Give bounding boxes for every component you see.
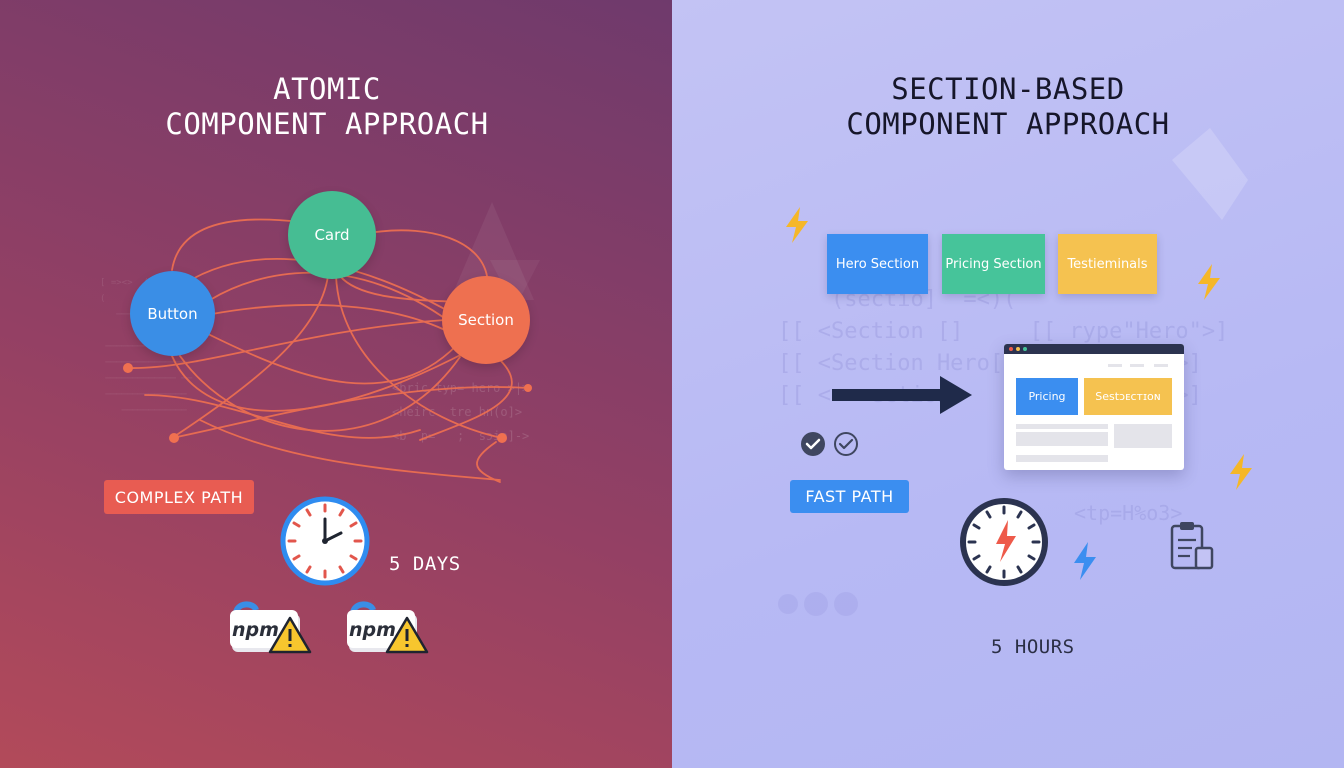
clipboard-icon	[1170, 522, 1214, 570]
lightning-icon	[1074, 542, 1096, 580]
complex-path-tag: COMPLEX PATH	[104, 480, 254, 514]
npm-warning-icon: npm	[345, 600, 431, 658]
section-based-title: SECTION-BASED COMPONENT APPROACH	[672, 72, 1344, 142]
fast-path-label: FAST PATH	[805, 487, 894, 506]
preview-pricing-label: Pricing	[1028, 390, 1066, 403]
npm-warning-icon: npm	[228, 600, 314, 658]
pricing-section-block: Pricing Section	[942, 234, 1045, 294]
check-circle-icon	[834, 432, 858, 456]
section-based-title-line2: COMPONENT APPROACH	[846, 107, 1170, 141]
card-node-label: Card	[314, 226, 350, 244]
atomic-panel: [ =><> ( ] ( ───── ───────────────── ───…	[0, 0, 672, 768]
npm-label: npm	[349, 619, 396, 641]
atomic-title-line1: ATOMIC	[273, 72, 381, 106]
fast-path-tag: FAST PATH	[790, 480, 909, 513]
atomic-title: ATOMIC COMPONENT APPROACH	[0, 72, 654, 142]
triangle-decoration	[450, 202, 540, 308]
preview-pricing-block: Pricing	[1016, 378, 1078, 415]
stopwatch-lightning-icon	[960, 498, 1048, 586]
clock-icon	[280, 496, 370, 586]
button-node-label: Button	[147, 304, 198, 323]
lightning-icon	[786, 207, 808, 243]
circles-decoration	[778, 592, 858, 616]
card-node: Card	[288, 191, 376, 279]
pricing-section-label: Pricing Section	[945, 256, 1042, 272]
diamond-decoration	[1172, 128, 1248, 220]
section-based-title-line1: SECTION-BASED	[891, 72, 1125, 106]
atomic-title-line2: COMPONENT APPROACH	[165, 107, 489, 141]
section-node: Section	[442, 276, 530, 364]
lightning-icon	[1230, 454, 1252, 490]
hero-section-block: Hero Section	[827, 234, 928, 294]
arrow-right-icon	[832, 376, 972, 414]
check-circle-icon	[801, 432, 825, 456]
network-lines	[123, 218, 532, 483]
complex-path-label: COMPLEX PATH	[114, 487, 244, 507]
testimonials-block: Testieminals	[1058, 234, 1157, 294]
button-node: Button	[130, 271, 215, 356]
browser-preview: Pricing Sestᴐᴇᴄᴛɪᴏɴ	[1004, 344, 1184, 470]
hero-section-label: Hero Section	[835, 256, 920, 272]
section-based-duration: 5 HOURS	[991, 636, 1075, 658]
preview-section-label: Sestᴐᴇᴄᴛɪᴏɴ	[1095, 390, 1161, 403]
background-code-decoration: <tp=H%o3>	[1074, 501, 1183, 525]
preview-section-block: Sestᴐᴇᴄᴛɪᴏɴ	[1084, 378, 1172, 415]
testimonials-label: Testieminals	[1067, 256, 1148, 272]
atomic-duration: 5 DAYS	[389, 553, 461, 575]
lightning-icon	[1198, 264, 1220, 300]
browser-titlebar	[1004, 344, 1184, 354]
section-node-label: Section	[458, 311, 514, 329]
npm-label: npm	[232, 619, 279, 641]
